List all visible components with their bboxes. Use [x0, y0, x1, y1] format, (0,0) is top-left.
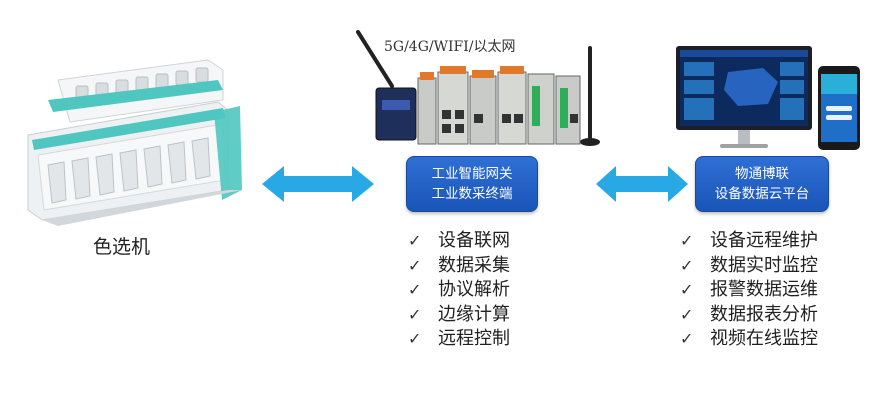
check-icon: ✓ — [680, 280, 694, 299]
list-item: ✓设备联网 — [408, 229, 510, 254]
check-icon: ✓ — [680, 231, 694, 250]
cloud-box-line1: 物通博联 — [735, 166, 789, 182]
check-icon: ✓ — [680, 329, 694, 348]
check-icon: ✓ — [408, 255, 422, 275]
list-item: ✓报警数据运维 — [680, 278, 818, 303]
list-item: ✓数据采集 — [408, 254, 510, 279]
check-icon: ✓ — [680, 255, 694, 275]
cloud-platform-screens-image — [676, 46, 860, 150]
gateway-box-line2: 工业数采终端 — [431, 186, 513, 202]
double-arrow-icon — [596, 166, 688, 202]
list-item: ✓边缘计算 — [408, 303, 510, 328]
check-icon: ✓ — [408, 329, 422, 348]
list-item: ✓远程控制 — [408, 327, 510, 352]
gateway-box-line1: 工业智能网关 — [431, 166, 513, 182]
list-item: ✓数据实时监控 — [680, 254, 818, 279]
double-arrow-icon — [262, 166, 374, 202]
list-item: ✓数据报表分析 — [680, 303, 818, 328]
list-item: ✓设备远程维护 — [680, 229, 818, 254]
network-types-label: 5G/4G/WIFI/以太网 — [384, 39, 516, 55]
cloud-platform-box: 物通博联 设备数据云平台 — [695, 156, 829, 212]
check-icon: ✓ — [680, 304, 694, 324]
cloud-box-line2: 设备数据云平台 — [714, 186, 810, 202]
color-sorter-machine-image — [27, 59, 242, 226]
check-icon: ✓ — [408, 280, 422, 299]
check-icon: ✓ — [408, 231, 422, 250]
list-item: ✓协议解析 — [408, 278, 510, 303]
check-icon: ✓ — [408, 304, 422, 324]
gateway-devices-image — [356, 30, 600, 146]
gateway-box: 工业智能网关 工业数采终端 — [406, 156, 538, 212]
color-sorter-label: 色选机 — [93, 236, 151, 258]
cloud-feature-list: ✓设备远程维护 ✓数据实时监控 ✓报警数据运维 ✓数据报表分析 ✓视频在线监控 — [680, 229, 818, 352]
gateway-feature-list: ✓设备联网 ✓数据采集 ✓协议解析 ✓边缘计算 ✓远程控制 — [408, 229, 510, 352]
list-item: ✓视频在线监控 — [680, 327, 818, 352]
